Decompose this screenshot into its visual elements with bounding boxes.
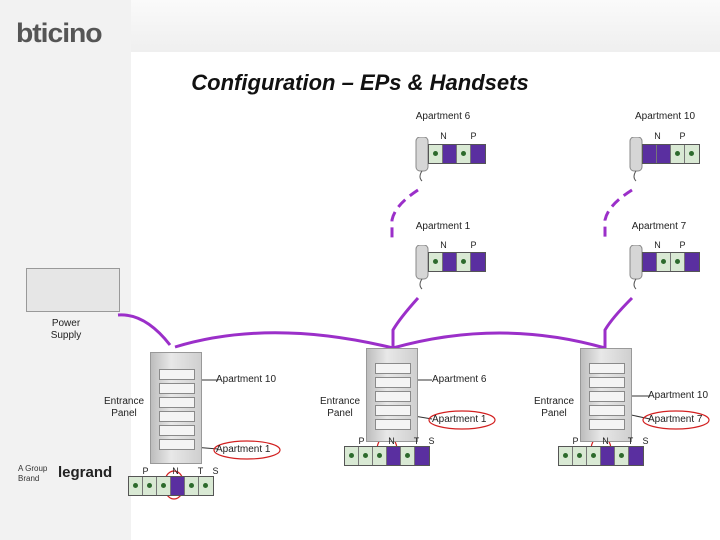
bus-wire-dashed-10 (603, 188, 633, 238)
call-button (375, 377, 411, 388)
legrand-group-brand: A Group Brand legrand (18, 464, 112, 484)
entrance-panel-1 (150, 352, 202, 464)
handset-label-apartment-10: Apartment 10 (634, 111, 696, 122)
bus-wire-dashed-6 (390, 188, 419, 238)
panel-call-label: Apartment 6 (432, 374, 487, 385)
entrance-panel-label: Entrance Panel (103, 396, 145, 419)
panel-call-label: Apartment 1 (432, 414, 487, 425)
call-button (159, 369, 195, 380)
brand-line: Brand (18, 474, 40, 483)
bus-wire-panel1-to-panel2 (174, 331, 394, 350)
entrance-panel-3 (580, 348, 632, 442)
handset-label-apartment-1: Apartment 1 (415, 221, 471, 232)
panel-call-label: Apartment 10 (648, 390, 709, 401)
highlight-oval (642, 410, 710, 430)
slide-title: Configuration – EPs & Handsets (191, 70, 529, 95)
panel-call-label: Apartment 1 (216, 444, 271, 455)
handset-label-apartment-7: Apartment 7 (631, 221, 687, 232)
bus-wire-handset-1 (391, 296, 420, 348)
call-button (375, 363, 411, 374)
bticino-logo: bticino (16, 18, 103, 48)
call-button (589, 391, 625, 402)
call-button (589, 405, 625, 416)
call-button (589, 377, 625, 388)
dip-switch (558, 446, 644, 466)
dip-switch (428, 252, 486, 272)
legrand-logo: legrand (58, 464, 113, 481)
highlight-oval (428, 410, 496, 430)
panel-call-label: Apartment 7 (648, 414, 703, 425)
entrance-panel-label: Entrance Panel (319, 396, 361, 419)
call-button (159, 439, 195, 450)
entrance-panel-label: Entrance Panel (533, 396, 575, 419)
call-button (159, 425, 195, 436)
call-button (159, 411, 195, 422)
bus-wire-handset-7 (603, 296, 634, 348)
power-supply-unit (26, 268, 120, 312)
dip-switch (428, 144, 486, 164)
call-button (375, 405, 411, 416)
highlight-oval (213, 440, 281, 460)
power-supply-label: Power Supply (50, 318, 82, 341)
call-button (589, 419, 625, 430)
dip-switch (642, 144, 700, 164)
call-button (375, 391, 411, 402)
panel-call-label: Apartment 10 (216, 374, 277, 385)
dip-switch (128, 476, 214, 496)
handset-label-apartment-6: Apartment 6 (415, 111, 471, 122)
bus-wire-panel2-to-panel3 (392, 331, 606, 350)
call-button (375, 419, 411, 430)
brand-line: A Group (18, 464, 48, 473)
dip-switch (642, 252, 700, 272)
bus-wire-power (117, 313, 172, 346)
call-button (589, 363, 625, 374)
call-button (159, 383, 195, 394)
dip-switch (344, 446, 430, 466)
call-button (159, 397, 195, 408)
entrance-panel-2 (366, 348, 418, 442)
